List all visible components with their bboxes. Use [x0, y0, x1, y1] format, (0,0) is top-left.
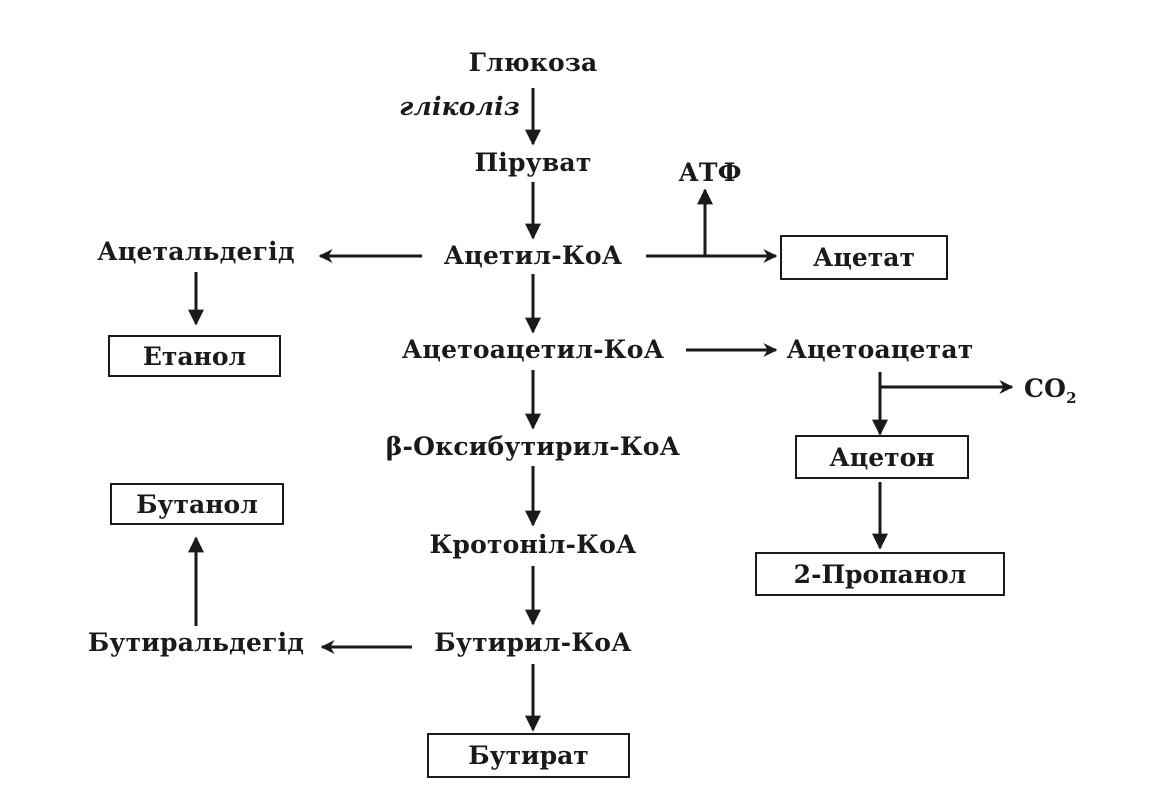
node-butyryl-coa: Бутирил-КоА	[434, 628, 632, 657]
box-acetone: Ацетон	[795, 435, 969, 479]
box-propanol: 2-Пропанол	[755, 552, 1005, 596]
node-acetoacetyl-coa: Ацетоацетил-КоА	[401, 335, 665, 364]
box-butanol: Бутанол	[110, 483, 284, 525]
node-hydroxybutyryl-coa: β-Оксибутирил-КоА	[385, 432, 681, 461]
node-acetyl-coa: Ацетил-КоА	[443, 241, 623, 270]
co2-subscript: 2	[1066, 389, 1077, 407]
box-ethanol: Етанол	[108, 335, 281, 377]
node-atp: АТФ	[678, 158, 742, 187]
node-glucose: Глюкоза	[468, 48, 598, 77]
node-acetoacetate: Ацетоацетат	[786, 335, 974, 364]
node-crotonyl-coa: Кротоніл-КоА	[429, 530, 637, 559]
node-butyraldehyde: Бутиральдегід	[87, 628, 305, 657]
box-butyrate: Бутират	[427, 733, 630, 778]
node-acetaldehyde: Ацетальдегід	[97, 237, 295, 266]
box-acetate: Ацетат	[780, 235, 948, 280]
node-co2: CO2	[1024, 374, 1077, 413]
co2-text: CO	[1024, 374, 1067, 403]
node-pyruvate: Піруват	[474, 148, 592, 177]
label-glycolysis: гліколіз	[399, 92, 520, 121]
